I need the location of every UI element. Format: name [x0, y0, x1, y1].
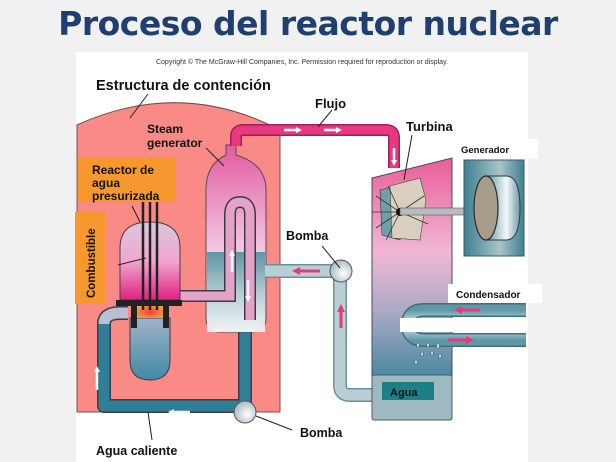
water-label: Agua [390, 387, 418, 399]
steam-pipe [231, 125, 399, 168]
condenser-bend-inner [415, 320, 422, 330]
reactor-label-1: Reactor de [92, 163, 154, 177]
fuel-label-box [75, 212, 105, 304]
reactor-support-left [131, 306, 137, 328]
condensate-droplets [414, 342, 442, 365]
pump-label-secondary: Bomba [286, 229, 329, 243]
containment-label: Estructura de contención [96, 78, 271, 94]
reactor-lower-plenum [129, 317, 171, 381]
condenser-gap [400, 318, 528, 332]
reactor-label-2: agua [92, 176, 120, 190]
pump-label-primary: Bomba [300, 426, 343, 440]
reactor-support-right [163, 306, 169, 328]
reactor-label-3: presurizada [92, 189, 160, 203]
slide-title: Proceso del reactor nuclear [58, 4, 558, 43]
water-label-box [382, 382, 434, 400]
condenser-label: Condensador [456, 290, 521, 301]
copyright-notice: Copyright © The McGraw-Hill Companies, I… [156, 58, 448, 66]
fuel-label: Combustible [86, 228, 98, 298]
condenser-label-box [448, 284, 542, 303]
generator-face [473, 175, 499, 241]
steam-generator-label-2: generator [147, 136, 203, 150]
leader-lines [117, 93, 413, 441]
turbine-label: Turbina [406, 119, 453, 134]
hot-water-label: Agua caliente [96, 444, 177, 458]
feedwater-pipe [265, 265, 380, 401]
steam-generator-label-1: Steam [147, 122, 183, 136]
flow-arrows [94, 127, 397, 415]
condenser-arrows [448, 306, 480, 344]
reactor-label-box [78, 158, 176, 202]
reactor-outlet-pipe [98, 307, 128, 325]
generator-label-box [454, 139, 538, 158]
generator-label: Generador [461, 145, 509, 156]
pump-secondary [329, 259, 353, 283]
u-tube [178, 197, 255, 320]
control-rods [141, 195, 159, 310]
pump-primary [233, 400, 257, 424]
feedwater-arrows [292, 267, 345, 328]
flow-label: Flujo [315, 96, 346, 111]
